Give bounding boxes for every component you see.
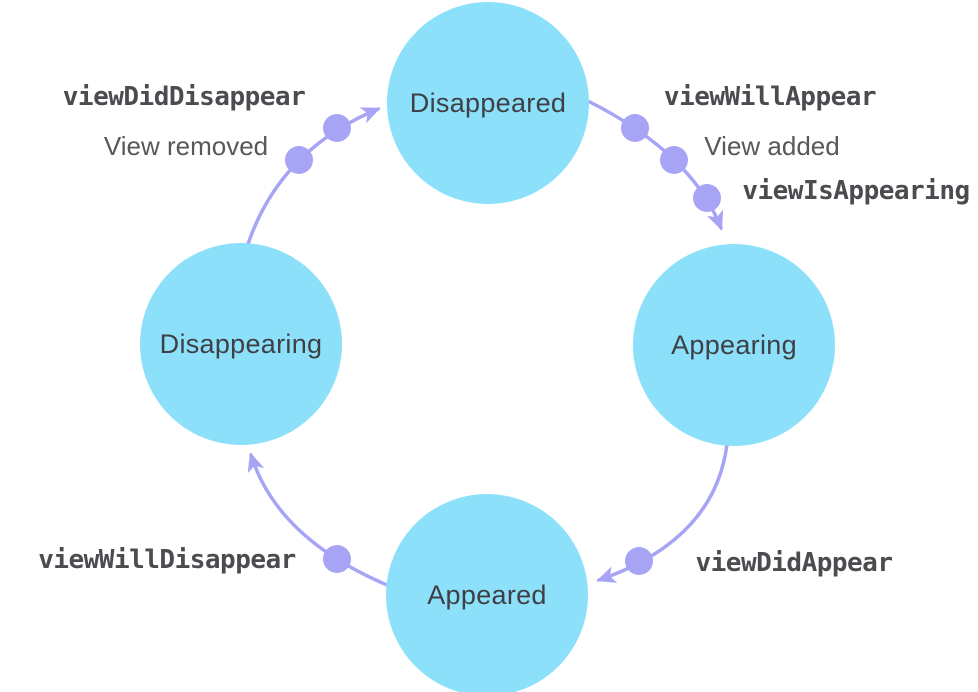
event-dot-viewwilldisappear [323,545,351,573]
edge-appearing-to-appeared-arrow [596,442,729,583]
label-viewisappearing: viewIsAppearing [742,176,970,206]
label-view-added: View added [704,131,840,161]
node-label-disappeared: Disappeared [410,88,566,118]
label-viewwilldisappear: viewWillDisappear [38,545,296,575]
label-viewwillappear: viewWillAppear [663,82,877,112]
event-dot-viewdiddisappear [285,146,313,174]
label-viewdidappear: viewDidAppear [695,548,894,578]
node-appearing [633,244,835,446]
label-viewdiddisappear: viewDidDisappear [62,82,306,112]
node-label-appeared: Appeared [427,580,547,610]
event-dot-viewdidappear [625,547,653,575]
event-dot-view-removed [323,114,351,142]
node-disappeared [387,2,589,204]
event-dot-view-added [660,146,688,174]
label-view-removed: View removed [103,131,269,161]
edge-appeared-to-disappearing-arrow [247,452,389,587]
event-dot-viewisappearing [693,184,721,212]
node-label-appearing: Appearing [671,330,797,360]
event-dot-viewwillappear [621,114,649,142]
node-appeared [386,494,588,692]
node-disappearing [140,243,342,445]
edge-disappearing-to-disappeared-arrow [246,107,381,246]
node-label-disappearing: Disappearing [160,329,323,359]
